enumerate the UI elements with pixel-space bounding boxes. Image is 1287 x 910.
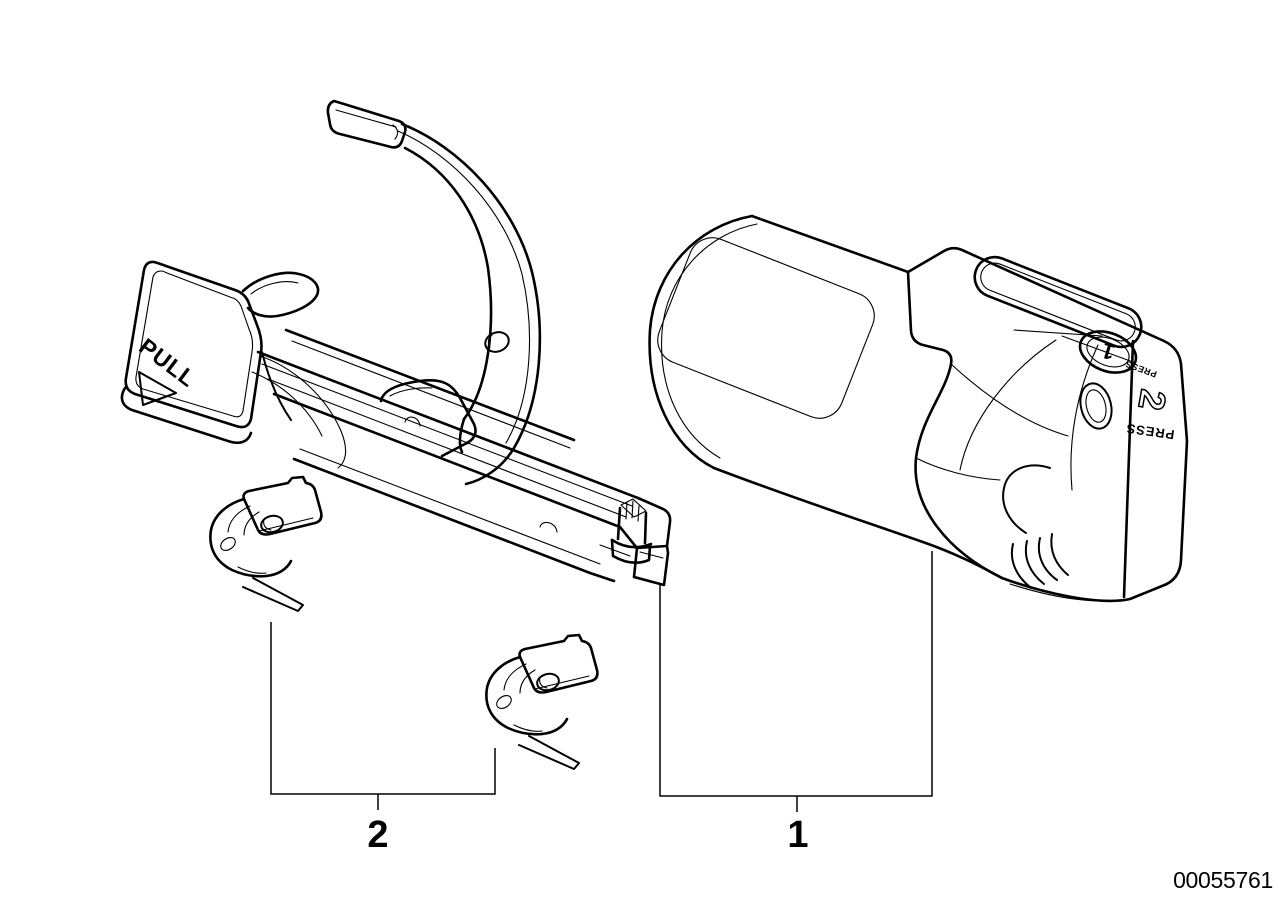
callout-1-line — [659, 551, 933, 797]
pull-handle-lip — [120, 386, 253, 445]
handle-horn — [241, 271, 320, 318]
bracket-assembly: PULL — [120, 99, 672, 587]
label-panel — [657, 237, 875, 419]
callout-2: 2 — [270, 622, 496, 856]
strap-hole — [484, 331, 510, 353]
press-large-label: PRESS — [1125, 421, 1176, 443]
retaining-clip-2 — [485, 633, 599, 771]
pull-label-wrap: PULL — [134, 333, 201, 392]
connector-post — [610, 498, 653, 565]
fire-extinguisher: 1 PRESS 2 PRESS — [648, 214, 1189, 603]
part-number: 00055761 — [1173, 867, 1273, 893]
press-small-label: PRESS — [1124, 359, 1158, 380]
strap-saddle — [379, 378, 477, 458]
pull-label: PULL — [134, 333, 201, 392]
callout-2-label: 2 — [367, 814, 388, 856]
rail-tab-2 — [539, 521, 558, 533]
carry-handle-opening — [973, 255, 1143, 349]
callout-1: 1 — [659, 551, 933, 856]
step-2-marker: 2 — [1130, 386, 1175, 414]
strap-end-tab — [326, 99, 407, 149]
step-2-marker-label: 2 — [1131, 387, 1175, 414]
pull-arrow-icon — [138, 371, 177, 406]
rail-tab-1 — [404, 416, 421, 427]
callout-2-line — [270, 622, 496, 795]
pivot-disc — [251, 351, 347, 469]
safety-pin-ring — [1079, 382, 1113, 430]
rail-end-foot — [588, 496, 672, 587]
extinguisher-head: 1 PRESS 2 PRESS — [906, 246, 1189, 603]
retaining-clip-1 — [209, 475, 323, 613]
cylinder-body — [648, 214, 1004, 580]
head-contours — [915, 339, 1129, 602]
strap-band — [379, 122, 542, 486]
mounting-rail — [256, 328, 640, 575]
callout-1-label: 1 — [787, 814, 808, 856]
grip-finger-grooves — [1002, 464, 1069, 588]
